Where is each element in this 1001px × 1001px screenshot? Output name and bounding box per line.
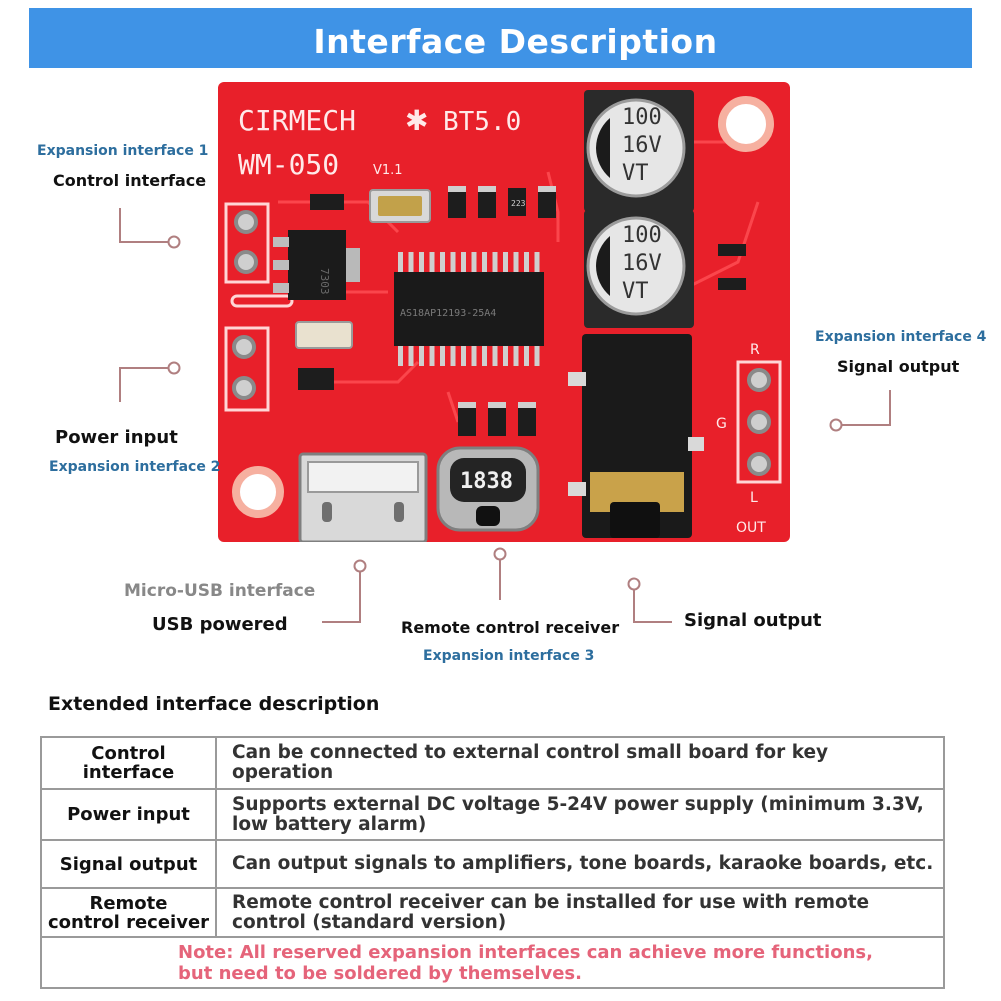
extended-heading: Extended interface description <box>48 693 380 715</box>
chip-pin <box>450 252 456 272</box>
row-description: Supports external DC voltage 5-24V power… <box>232 793 924 835</box>
row-name: Remote control receiver <box>42 889 217 936</box>
cap-bottom-line2: 16V <box>622 251 662 276</box>
chip-pin <box>503 346 508 366</box>
label-signal-output-bottom: Signal output <box>684 610 822 631</box>
table-row: Signal output Can output signals to ampl… <box>42 841 943 889</box>
chip-pin <box>534 346 540 366</box>
cap-bottom-line3: VT <box>622 279 649 304</box>
chip-pin <box>429 346 435 366</box>
bluetooth-board-image: CIRMECH ✱ BT5.0 WM-050 V1.1 7303 <box>218 82 790 542</box>
label-remote-receiver: Remote control receiver <box>401 618 620 637</box>
board-model-text: WM-050 <box>238 148 339 181</box>
chip-pin <box>471 346 477 366</box>
chip-text: AS18AP12193-25A4 <box>400 308 496 319</box>
chip-pin <box>513 252 519 272</box>
cap-top-line3: VT <box>622 161 649 186</box>
regulator-text: 7303 <box>318 268 331 295</box>
row-name: Signal output <box>42 841 217 887</box>
label-expansion-1: Expansion interface 1 <box>37 143 209 159</box>
chip-pin <box>440 346 445 366</box>
row-description: Can output signals to amplifiers, tone b… <box>232 853 934 874</box>
chip-pin <box>482 252 487 272</box>
chip-pin <box>461 346 466 366</box>
row-description: Can be connected to external control sma… <box>232 742 829 783</box>
row-description: Remote control receiver can be installed… <box>232 891 870 933</box>
chip-pin <box>398 252 403 272</box>
control-header <box>224 202 270 284</box>
page-title: Interface Description <box>313 22 718 61</box>
chip-pin <box>534 252 540 272</box>
chip-pin <box>419 346 424 366</box>
chip-pin <box>461 252 466 272</box>
pin-l-label: L <box>750 490 758 506</box>
cap-top-line1: 100 <box>622 105 662 130</box>
capacitor-bottom: 100 16V VT <box>584 210 694 328</box>
label-micro-usb: Micro-USB interface <box>124 581 316 601</box>
pin-r-label: R <box>750 342 760 358</box>
label-control-interface: Control interface <box>53 171 207 190</box>
chip-pin <box>408 346 414 366</box>
board-brand-text: CIRMECH <box>238 104 356 137</box>
table-row: Power input Supports external DC voltage… <box>42 790 943 841</box>
table-row: Control interface Can be connected to ex… <box>42 738 943 790</box>
label-expansion-3: Expansion interface 3 <box>423 648 595 664</box>
chip-pin <box>398 346 403 366</box>
audio-jack <box>568 334 704 538</box>
signal-header: R G L OUT <box>716 342 782 536</box>
chip-pin <box>450 346 456 366</box>
pin-out-label: OUT <box>736 520 766 536</box>
micro-usb-port <box>298 452 428 542</box>
pin-g-label: G <box>716 416 727 432</box>
ir-receiver: 1838 <box>436 446 540 532</box>
chip-pin <box>471 252 477 272</box>
note-text: Note: All reserved expansion interfaces … <box>178 942 873 984</box>
extended-table: Control interface Can be connected to ex… <box>40 736 945 989</box>
label-expansion-4: Expansion interface 4 <box>815 329 987 345</box>
row-name: Control interface <box>42 738 217 788</box>
chip-pin <box>492 252 498 272</box>
label-signal-output-right: Signal output <box>837 357 960 376</box>
chip-pin <box>408 252 414 272</box>
chip-pin <box>492 346 498 366</box>
note-row: Note: All reserved expansion interfaces … <box>42 938 943 987</box>
label-expansion-2: Expansion interface 2 <box>49 459 221 475</box>
chip-pin <box>429 252 435 272</box>
label-power-input: Power input <box>55 427 178 448</box>
voltage-regulator: 7303 <box>273 230 360 300</box>
chip-pin <box>524 252 529 272</box>
bluetooth-icon: ✱ <box>405 104 428 137</box>
amplifier-chip: AS18AP12193-25A4 <box>394 252 544 366</box>
title-banner: Interface Description <box>29 8 972 68</box>
table-row: Remote control receiver Remote control r… <box>42 889 943 938</box>
resistor-text: 223 <box>511 199 526 208</box>
chip-pin <box>524 346 529 366</box>
chip-pin <box>503 252 508 272</box>
label-usb-powered: USB powered <box>152 614 288 635</box>
board-bt-text: BT5.0 <box>443 107 521 137</box>
chip-pin <box>513 346 519 366</box>
cap-top-line2: 16V <box>622 133 662 158</box>
power-header <box>224 326 270 412</box>
board-model-version: V1.1 <box>373 163 403 178</box>
chip-pin <box>482 346 487 366</box>
chip-pin <box>440 252 445 272</box>
chip-pin <box>419 252 424 272</box>
ir-receiver-text: 1838 <box>460 469 513 494</box>
capacitor-top: 100 16V VT <box>584 90 694 212</box>
cap-bottom-line1: 100 <box>622 223 662 248</box>
row-name: Power input <box>42 790 217 839</box>
